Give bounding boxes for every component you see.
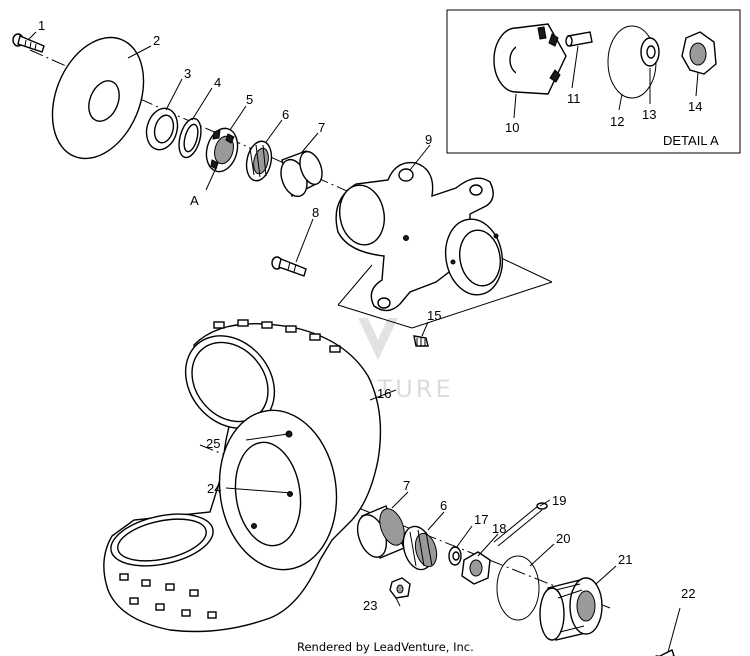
callout-17: 17 xyxy=(474,512,488,527)
part-7-race-upper xyxy=(280,150,323,198)
part-18-castle-nut xyxy=(461,551,491,585)
callout-20: 20 xyxy=(556,531,570,546)
part-15-fitting xyxy=(413,335,429,347)
detail-a-box: DETAIL A xyxy=(446,9,741,154)
part-14-nut xyxy=(681,31,717,75)
part-8-bolt xyxy=(271,256,307,277)
callout-25: 25 xyxy=(206,436,220,451)
callout-7-upper: 7 xyxy=(318,120,325,135)
part-10-hub-cap xyxy=(493,23,567,95)
part-13-washer xyxy=(640,37,660,67)
part-24-wheel-rim xyxy=(218,409,338,571)
callout-11: 11 xyxy=(567,91,581,106)
callout-4: 4 xyxy=(214,75,221,90)
part-19-cotter-pin xyxy=(493,502,548,547)
callout-21: 21 xyxy=(618,552,632,567)
part-20-o-ring xyxy=(496,555,540,621)
callout-14: 14 xyxy=(688,99,702,114)
callout-9: 9 xyxy=(425,132,432,147)
leader-lines xyxy=(27,31,699,653)
callout-18: 18 xyxy=(492,521,506,536)
callout-19: 19 xyxy=(552,493,566,508)
callout-7-lower: 7 xyxy=(403,478,410,493)
callout-8: 8 xyxy=(312,205,319,220)
part-4-ring xyxy=(178,117,202,159)
part-25-valve-stem xyxy=(245,433,289,441)
callout-labels: 1 2 3 4 5 6 7 8 9 10 11 12 13 14 15 16 7… xyxy=(38,18,702,613)
part-7-race-lower xyxy=(356,505,405,559)
detail-a-label: DETAIL A xyxy=(663,133,719,148)
part-9-knuckle xyxy=(335,161,504,312)
part-23-lug-nut xyxy=(389,577,411,599)
part-17-washer xyxy=(448,546,462,566)
callout-10: 10 xyxy=(505,120,519,135)
callout-6: 6 xyxy=(282,107,289,122)
part-5-hub-lock xyxy=(205,127,239,173)
part-6-bearing-lower xyxy=(402,525,438,571)
callout-16: 16 xyxy=(377,386,391,401)
callout-a: A xyxy=(190,193,199,208)
callout-5: 5 xyxy=(246,92,253,107)
callout-23: 23 xyxy=(363,598,377,613)
part-2-disc xyxy=(51,36,145,160)
part-21-hub-cap xyxy=(539,577,603,641)
callout-6-lower: 6 xyxy=(440,498,447,513)
credit-text: Rendered by LeadVenture, Inc. xyxy=(297,640,474,654)
part-11-pin xyxy=(565,31,593,47)
callout-22: 22 xyxy=(681,586,695,601)
part-3-seal xyxy=(145,107,179,151)
callout-15: 15 xyxy=(427,308,441,323)
part-1-bolt xyxy=(12,33,45,53)
callout-13: 13 xyxy=(642,107,656,122)
callout-24: 24 xyxy=(207,481,221,496)
callout-12: 12 xyxy=(610,114,624,129)
callout-3: 3 xyxy=(184,66,191,81)
callout-2: 2 xyxy=(153,33,160,48)
callout-1: 1 xyxy=(38,18,45,33)
part-6-bearing-upper xyxy=(245,140,273,182)
part-22-screw xyxy=(655,649,675,656)
